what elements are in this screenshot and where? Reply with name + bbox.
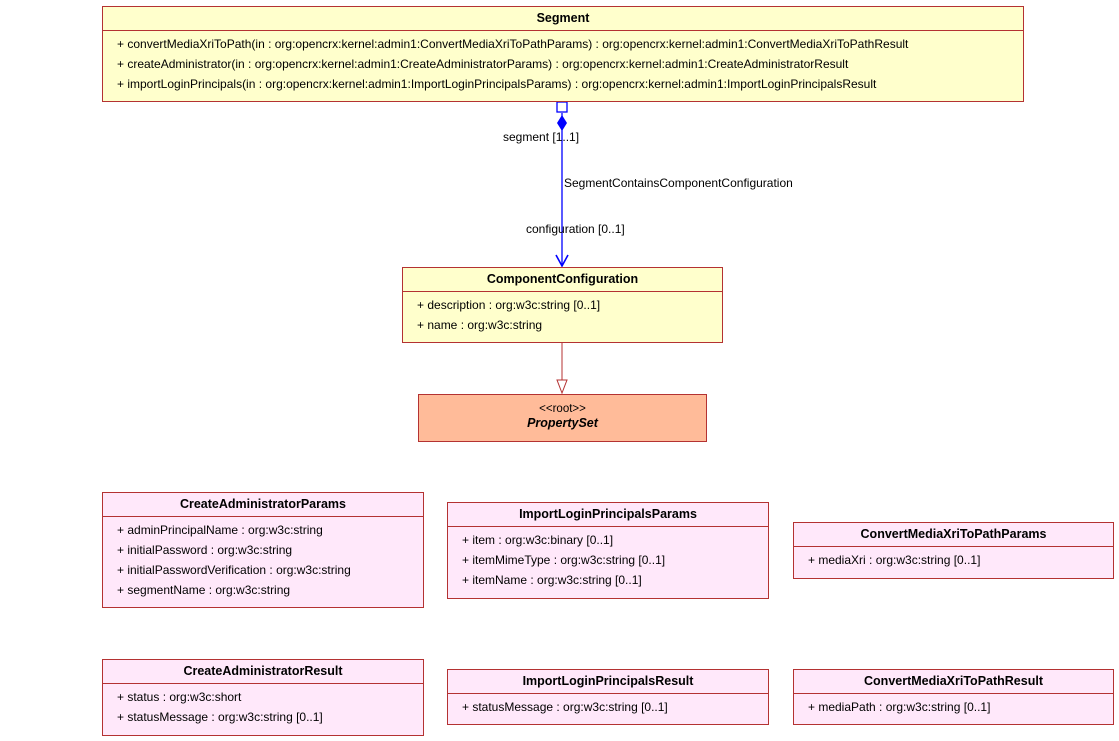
operation-row: + createAdministrator(in : org:opencrx:k… [117,57,849,71]
class-title: Segment [103,7,1023,31]
association-arrowhead [555,254,569,268]
attribute-row: + statusMessage : org:w3c:string [0..1] [117,710,323,724]
attribute-row: + mediaPath : org:w3c:string [0..1] [808,700,991,714]
association-name-label: SegmentContainsComponentConfiguration [564,176,793,190]
attribute-row: + initialPasswordVerification : org:w3c:… [117,563,351,577]
attribute-row: + item : org:w3c:binary [0..1] [462,533,614,547]
operation-row: + convertMediaXriToPath(in : org:opencrx… [117,37,909,51]
class-create-administrator-params[interactable]: CreateAdministratorParams + adminPrincip… [102,492,424,608]
class-segment[interactable]: Segment + convertMediaXriToPath(in : org… [102,6,1024,102]
association-target-end-label: configuration [0..1] [526,222,625,236]
class-title: ConvertMediaXriToPathParams [794,523,1113,547]
class-title: ConvertMediaXriToPathResult [794,670,1113,694]
class-title: ComponentConfiguration [403,268,722,292]
attribute-row: + mediaXri : org:w3c:string [0..1] [808,553,981,567]
class-title: ImportLoginPrincipalsParams [448,503,768,527]
class-create-administrator-result[interactable]: CreateAdministratorResult + status : org… [102,659,424,736]
composition-diamond [557,115,567,131]
attribute-row: + itemName : org:w3c:string [0..1] [462,573,642,587]
class-import-login-principals-result[interactable]: ImportLoginPrincipalsResult + statusMess… [447,669,769,725]
class-title: CreateAdministratorResult [103,660,423,684]
generalization-arrowhead [556,379,568,395]
class-property-set[interactable]: <<root>> PropertySet [418,394,707,442]
association-end-handle[interactable] [556,101,568,113]
attribute-row: + statusMessage : org:w3c:string [0..1] [462,700,668,714]
class-component-configuration[interactable]: ComponentConfiguration + description : o… [402,267,723,343]
attribute-row: + segmentName : org:w3c:string [117,583,291,597]
attribute-row: + adminPrincipalName : org:w3c:string [117,523,323,537]
class-title: CreateAdministratorParams [103,493,423,517]
stereotype-label: <<root>> [539,403,586,415]
attribute-row: + description : org:w3c:string [0..1] [417,298,601,312]
attribute-row: + initialPassword : org:w3c:string [117,543,293,557]
class-title: ImportLoginPrincipalsResult [448,670,768,694]
class-convert-media-xri-to-path-params[interactable]: ConvertMediaXriToPathParams + mediaXri :… [793,522,1114,579]
attribute-row: + itemMimeType : org:w3c:string [0..1] [462,553,666,567]
association-source-end-label: segment [1..1] [503,130,580,144]
class-import-login-principals-params[interactable]: ImportLoginPrincipalsParams + item : org… [447,502,769,599]
class-convert-media-xri-to-path-result[interactable]: ConvertMediaXriToPathResult + mediaPath … [793,669,1114,725]
attribute-row: + name : org:w3c:string [417,318,543,332]
operation-row: + importLoginPrincipals(in : org:opencrx… [117,77,877,91]
class-title: PropertySet [527,416,598,430]
attribute-row: + status : org:w3c:short [117,690,242,704]
